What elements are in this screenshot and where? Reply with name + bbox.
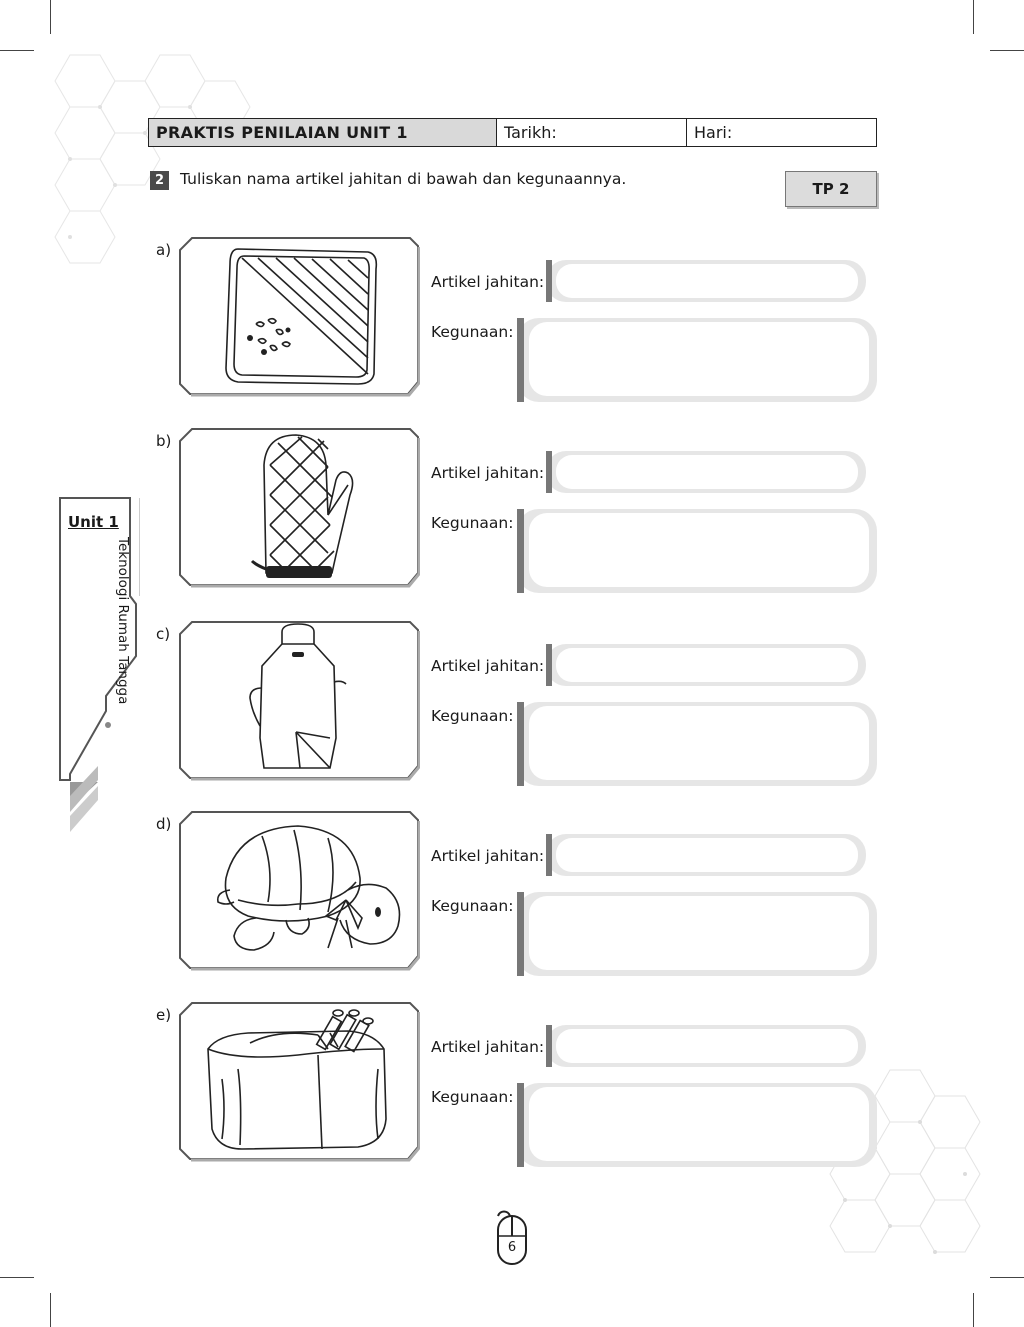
use-answer-field[interactable]: [517, 892, 879, 979]
crop-mark: [0, 50, 34, 51]
day-field[interactable]: Hari:: [694, 123, 733, 142]
date-field[interactable]: Tarikh:: [497, 119, 687, 146]
use-label: Kegunaan:: [431, 897, 514, 915]
question-number: 2: [150, 171, 169, 190]
item-letter: e): [156, 1006, 172, 1024]
item-letter: b): [156, 432, 172, 450]
item-image-frame: [178, 999, 420, 1163]
mouse-icon: [497, 1210, 527, 1265]
name-answer-field[interactable]: [546, 644, 870, 688]
sewing-item: e) Artikel jahitan:: [150, 1002, 880, 1174]
use-label: Kegunaan:: [431, 514, 514, 532]
page-number: 6: [507, 1240, 517, 1255]
unit-side-tab: [59, 497, 140, 832]
use-answer-field[interactable]: [517, 509, 879, 596]
crop-mark: [973, 0, 974, 34]
item-letter: d): [156, 815, 172, 833]
item-image-frame: [178, 808, 420, 972]
name-answer-field[interactable]: [546, 451, 870, 495]
header-table: PRAKTIS PENILAIAN UNIT 1 Tarikh: Hari:: [148, 118, 877, 147]
worksheet-title: PRAKTIS PENILAIAN UNIT 1: [149, 119, 497, 146]
sewing-item: c) Artikel jahitan: Kegunaan:: [150, 621, 880, 793]
oven-mitt-icon: [250, 434, 354, 578]
item-letter: a): [156, 241, 172, 259]
question-text: Tuliskan nama artikel jahitan di bawah d…: [180, 170, 627, 188]
use-answer-field[interactable]: [517, 702, 879, 789]
use-label: Kegunaan:: [431, 1088, 514, 1106]
item-image-frame: [178, 618, 420, 782]
pot-holder-icon: [225, 248, 378, 385]
side-topic-label: Teknologi Rumah Tangga: [115, 537, 131, 705]
use-answer-field[interactable]: [517, 318, 879, 405]
crop-mark: [50, 1293, 51, 1327]
name-label: Artikel jahitan:: [431, 273, 545, 291]
sewing-item: b) Artikel jahitan: Kegunaan:: [150, 428, 880, 600]
name-answer-field[interactable]: [546, 260, 870, 304]
crop-mark: [990, 50, 1024, 51]
crop-mark: [0, 1277, 34, 1278]
name-answer-field[interactable]: [546, 834, 870, 878]
name-label: Artikel jahitan:: [431, 464, 545, 482]
level-badge: TP 2: [785, 171, 877, 207]
use-answer-field[interactable]: [517, 1083, 879, 1170]
apron-icon: [249, 623, 347, 769]
use-label: Kegunaan:: [431, 323, 514, 341]
name-label: Artikel jahitan:: [431, 847, 545, 865]
item-image-frame: [178, 234, 420, 398]
crop-mark: [50, 0, 51, 34]
name-label: Artikel jahitan:: [431, 657, 545, 675]
sewing-item: a) Artikel jahi: [150, 237, 880, 409]
name-answer-field[interactable]: [546, 1025, 870, 1069]
hexagon-pattern-top-left: [54, 54, 251, 264]
turtle-pillow-icon: [216, 825, 401, 951]
name-label: Artikel jahitan:: [431, 1038, 545, 1056]
item-image-frame: [178, 425, 420, 589]
item-letter: c): [156, 625, 171, 643]
crop-mark: [973, 1293, 974, 1327]
crop-mark: [990, 1277, 1024, 1278]
sewing-item: d) Artikel jahitan:: [150, 811, 880, 983]
side-unit-label: Unit 1: [68, 513, 119, 531]
pencil-case-icon: [207, 1009, 387, 1150]
use-label: Kegunaan:: [431, 707, 514, 725]
